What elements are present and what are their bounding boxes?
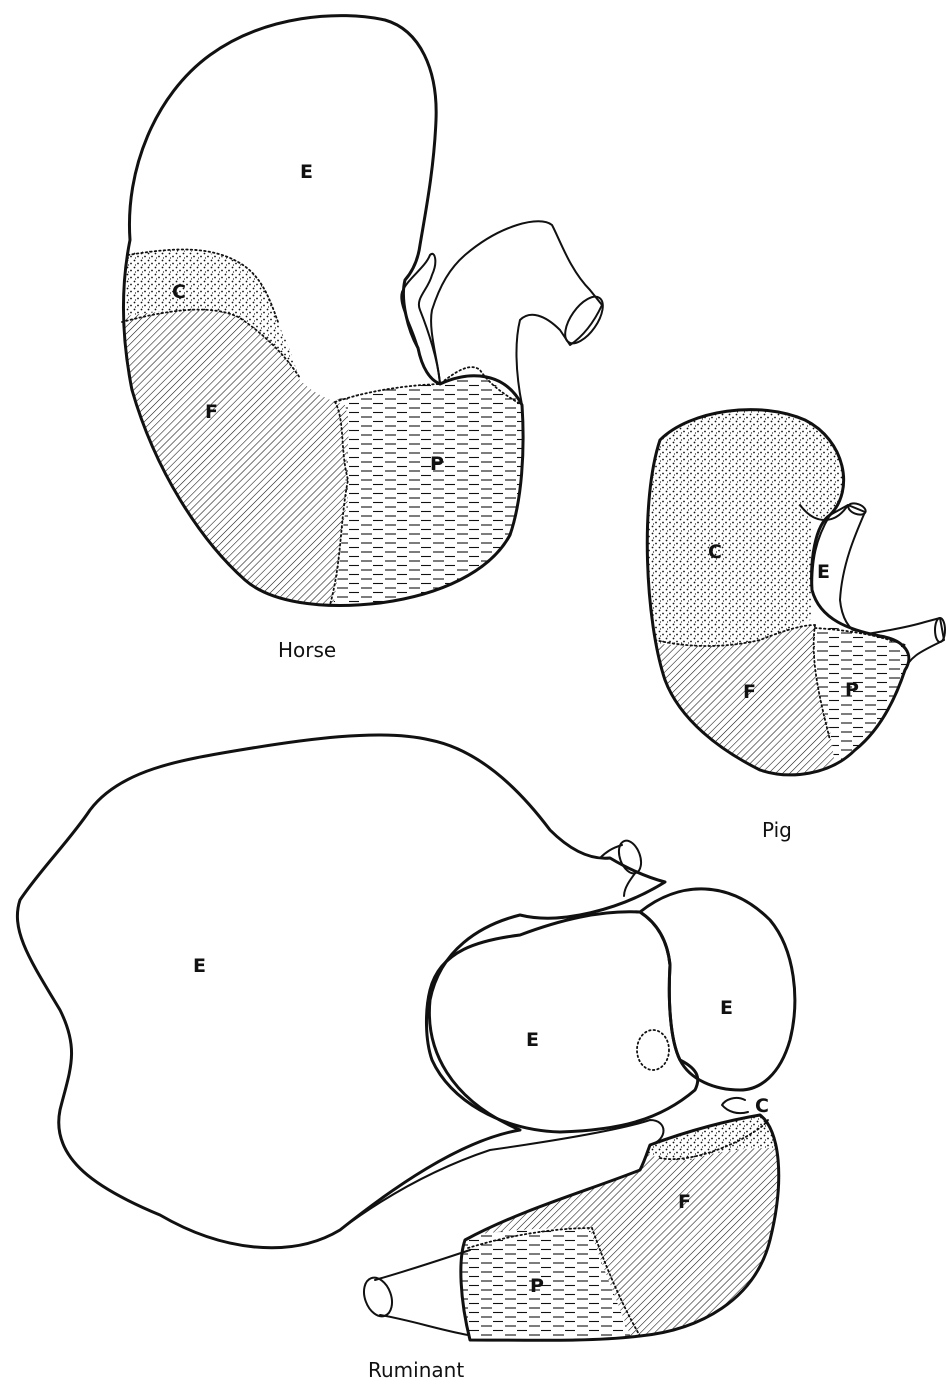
pig-label-e: E: [817, 561, 830, 583]
ruminant-label-p: P: [530, 1275, 544, 1297]
pig-stomach: C E F P Pig: [630, 390, 945, 842]
ruminant-label-e-rumen: E: [193, 955, 206, 977]
ruminant-c-pointer: [722, 1098, 748, 1113]
ruminant-label-c: C: [755, 1095, 769, 1117]
horse-label-p: P: [430, 453, 444, 475]
horse-label-f: F: [205, 401, 218, 423]
ruminant-label-f: F: [678, 1191, 691, 1213]
ruminant-stomach: E E E C F P Ruminant: [17, 735, 800, 1382]
horse-region-f: [100, 310, 349, 620]
pig-region-p: [814, 625, 930, 800]
pig-label-p: P: [845, 679, 859, 701]
horse-label-e: E: [300, 161, 313, 183]
ruminant-reticulum-outline: [426, 912, 697, 1132]
ruminant-rumen-outline: [17, 735, 665, 1248]
ruminant-duodenum-opening: [359, 1274, 397, 1320]
pig-caption: Pig: [762, 818, 792, 842]
horse-region-p: [330, 367, 540, 620]
ruminant-omasum-outline: [640, 889, 795, 1090]
pig-label-c: C: [708, 541, 722, 563]
horse-stomach: E C F P Horse: [100, 16, 610, 662]
ruminant-caption: Ruminant: [368, 1358, 464, 1382]
ruminant-label-e-omasum: E: [720, 997, 733, 1019]
ruminant-label-e-reticulum: E: [526, 1029, 539, 1051]
horse-label-c: C: [172, 281, 186, 303]
horse-caption: Horse: [278, 638, 336, 662]
horse-duodenum-opening: [558, 290, 610, 349]
ruminant-esophagus-opening: [615, 838, 645, 877]
ruminant-reticulo-omasal-orifice: [637, 1030, 669, 1070]
pig-label-f: F: [743, 681, 756, 703]
